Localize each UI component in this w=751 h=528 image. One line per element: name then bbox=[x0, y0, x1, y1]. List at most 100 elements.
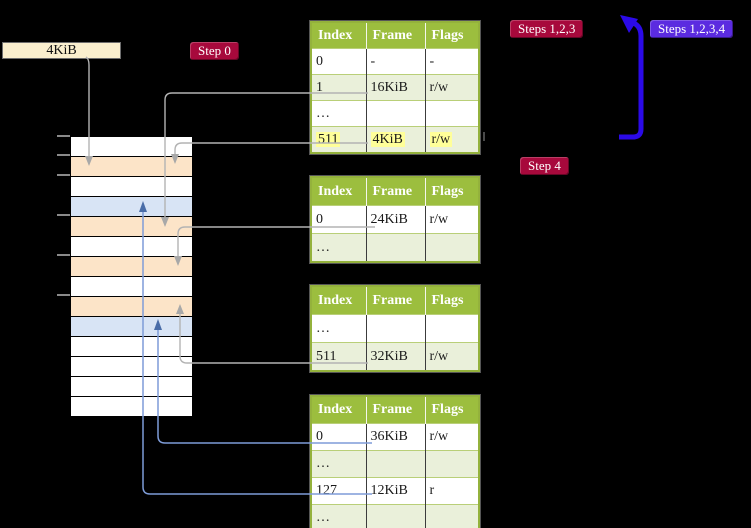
cell-text: r/w bbox=[429, 211, 449, 227]
cell: - bbox=[424, 48, 479, 75]
cell bbox=[365, 314, 425, 343]
memory-row-peach bbox=[71, 257, 192, 277]
cell-text: 16KiB bbox=[370, 79, 408, 95]
cell: 36KiB bbox=[365, 423, 425, 451]
cell: … bbox=[311, 450, 366, 478]
column-header: Flags bbox=[424, 286, 479, 315]
memory-row-peach bbox=[71, 157, 192, 177]
cell-text: 24KiB bbox=[370, 211, 408, 227]
cell-text: - bbox=[370, 53, 376, 69]
cell: 0 bbox=[311, 48, 366, 75]
cell: … bbox=[311, 100, 366, 127]
cell: r/w bbox=[424, 205, 479, 234]
cell-text: 36KiB bbox=[370, 429, 408, 444]
memory-row-white bbox=[71, 397, 192, 416]
cell-text: 511 bbox=[316, 348, 337, 364]
badge-step-4: Step 4 bbox=[520, 157, 569, 175]
cell: 1 bbox=[311, 74, 366, 101]
cell: 12KiB bbox=[365, 477, 425, 505]
memory-row-white bbox=[71, 137, 192, 157]
cell: … bbox=[311, 233, 366, 262]
memory-row-white bbox=[71, 357, 192, 377]
cell bbox=[365, 504, 425, 528]
cell-text: r bbox=[429, 483, 435, 498]
cell: r bbox=[424, 477, 479, 505]
cell bbox=[365, 450, 425, 478]
cell-text: 511 bbox=[316, 131, 341, 147]
physical-memory-strip bbox=[70, 136, 193, 417]
memory-tick bbox=[57, 174, 70, 176]
cell: … bbox=[311, 314, 366, 343]
column-header: Frame bbox=[365, 396, 425, 424]
badge-steps-1-2-3: Steps 1,2,3 bbox=[510, 20, 584, 38]
table-row: 0 - - bbox=[311, 48, 479, 75]
cell: 32KiB bbox=[365, 342, 425, 371]
cell: - bbox=[365, 48, 425, 75]
cell-text: 127 bbox=[316, 483, 337, 498]
column-header: Index bbox=[311, 286, 366, 315]
table-row: … bbox=[311, 314, 479, 343]
memory-tick bbox=[57, 214, 70, 216]
cell bbox=[365, 233, 425, 262]
cell-text: 0 bbox=[316, 429, 323, 444]
table-row: 511 4KiB r/w bbox=[311, 126, 479, 153]
cell-text: … bbox=[316, 510, 330, 525]
memory-row-white bbox=[71, 177, 192, 197]
cell-text: r/w bbox=[429, 131, 453, 147]
table-row: 0 24KiB r/w bbox=[311, 205, 479, 234]
table-row: … bbox=[311, 450, 479, 478]
column-header: Flags bbox=[424, 177, 479, 206]
memory-row-peach bbox=[71, 297, 192, 317]
cell: 0 bbox=[311, 423, 366, 451]
cell-text: 1 bbox=[316, 79, 323, 95]
column-header: Index bbox=[311, 396, 366, 424]
cell-text: 0 bbox=[316, 53, 323, 69]
page-size-box: 4KiB bbox=[2, 42, 121, 59]
cell-text: r/w bbox=[429, 79, 449, 95]
memory-tick bbox=[57, 135, 70, 137]
cell bbox=[424, 504, 479, 528]
cell: r/w bbox=[424, 126, 479, 153]
memory-tick bbox=[57, 254, 70, 256]
cell: 127 bbox=[311, 477, 366, 505]
cell: r/w bbox=[424, 423, 479, 451]
cell bbox=[365, 100, 425, 127]
cell: 16KiB bbox=[365, 74, 425, 101]
table-row: 127 12KiB r bbox=[311, 477, 479, 505]
cell-text: 0 bbox=[316, 211, 323, 227]
cell-text: - bbox=[429, 53, 435, 69]
cell: 511 bbox=[311, 126, 366, 153]
memory-row-blue bbox=[71, 317, 192, 337]
cell-text: r/w bbox=[429, 429, 449, 444]
table-row: … bbox=[311, 504, 479, 528]
cell-text: 12KiB bbox=[370, 483, 408, 498]
cell bbox=[424, 233, 479, 262]
memory-tick bbox=[57, 294, 70, 296]
table-row: 0 36KiB r/w bbox=[311, 423, 479, 451]
column-header: Frame bbox=[365, 286, 425, 315]
entry-511-stub-mark bbox=[483, 132, 485, 141]
cell: r/w bbox=[424, 74, 479, 101]
cell: … bbox=[311, 504, 366, 528]
badge-steps-1-2-3-4: Steps 1,2,3,4 bbox=[650, 20, 734, 38]
cell bbox=[424, 314, 479, 343]
table-row: … bbox=[311, 233, 479, 262]
cell-text: … bbox=[316, 105, 330, 121]
memory-row-white bbox=[71, 277, 192, 297]
cell: 511 bbox=[311, 342, 366, 371]
memory-row-peach bbox=[71, 217, 192, 237]
memory-row-white bbox=[71, 337, 192, 357]
cell-text: … bbox=[316, 239, 330, 255]
table-row: 1 16KiB r/w bbox=[311, 74, 479, 101]
cell bbox=[424, 100, 479, 127]
cell-text: … bbox=[316, 456, 330, 471]
cell-text: 4KiB bbox=[370, 131, 405, 147]
